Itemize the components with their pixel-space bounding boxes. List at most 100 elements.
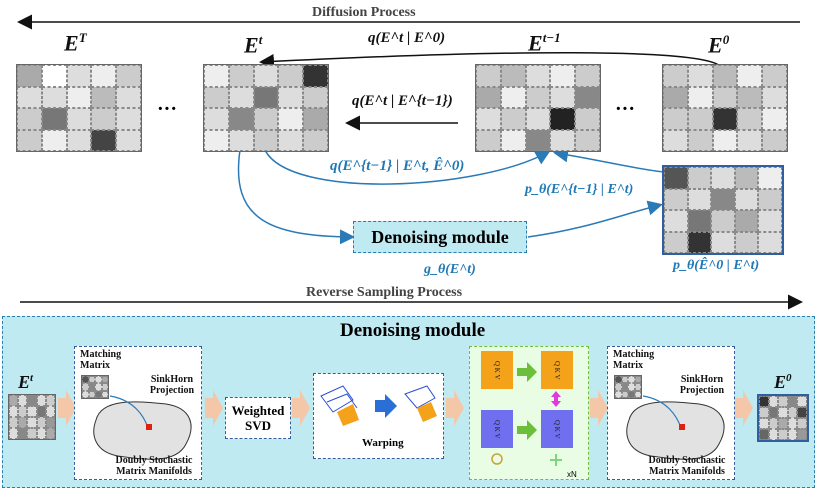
matrix-cell (525, 108, 551, 130)
weighted-svd-label: Weighted SVD (231, 403, 285, 433)
matrix-cell (734, 188, 759, 210)
matrix-cell (615, 383, 622, 391)
matrix-cell (687, 231, 712, 253)
manifold-label-1: Doubly Stochastic Matrix Manifolds (115, 455, 193, 477)
denoise-box-top: Denoising module (353, 221, 527, 253)
matrix-cell (664, 231, 688, 253)
matrix-cell (711, 188, 735, 210)
eq-g-theta: g_θ(E^t) (424, 262, 476, 277)
matrix-cell (797, 396, 807, 407)
matrix-cell (550, 129, 576, 151)
matrix-cell (712, 65, 738, 87)
qkv-label-1: Q K V (493, 360, 501, 380)
top-arrows (17, 14, 803, 310)
qkv-blue-1: Q K V (481, 410, 513, 448)
q-t-0-arrow (259, 52, 721, 69)
matrix-cell (204, 86, 229, 108)
matrix-cell (711, 210, 735, 232)
matrix-cell (253, 108, 279, 130)
matching-matrix-label-2: Matching Matrix (613, 349, 655, 371)
matrix-cell (17, 65, 42, 87)
panel-E-out: E0 (774, 372, 792, 392)
panel-matrix-in (8, 394, 56, 440)
matrix-cell (476, 65, 501, 87)
matrix-cell (778, 429, 788, 440)
matrix-cell (500, 86, 526, 108)
matrix-cell (711, 167, 735, 189)
matrix-cell (204, 108, 229, 130)
matrix-cell (621, 376, 628, 384)
matching-matrix-2 (614, 375, 642, 399)
matrix-cell (712, 129, 738, 151)
matrix-cell (759, 407, 769, 418)
matrix-cell (253, 86, 279, 108)
matrix-cell (758, 210, 782, 232)
matrix-cell (500, 108, 526, 130)
matrix-cell (712, 86, 738, 108)
matrix-cell (116, 129, 141, 151)
matrix-cell (711, 231, 735, 253)
matrix-cell (737, 65, 763, 87)
matrix-cell (66, 129, 92, 151)
matrix-cell (303, 86, 328, 108)
matrix-cell (41, 108, 67, 130)
matrix-cell (628, 376, 635, 384)
matrix-cell (88, 383, 95, 391)
matrix-cell (758, 167, 782, 189)
label-E-t: Et (244, 32, 263, 58)
matrix-cell (18, 395, 28, 406)
matrix-cell (45, 417, 55, 428)
matrix-cell (712, 108, 738, 130)
matrix-cell (734, 167, 759, 189)
matrix-cell (575, 129, 600, 151)
matrix-cell (664, 210, 688, 232)
matrix-cell (9, 428, 19, 439)
matrix-cell (27, 395, 37, 406)
denoise-box-label: Denoising module (371, 226, 509, 247)
matrix-cell (303, 129, 328, 151)
matrix-cell (36, 428, 46, 439)
matrix-cell (664, 188, 688, 210)
matrix-cell (762, 65, 787, 87)
matrix-cell (759, 396, 769, 407)
sinkhorn-label-1: SinkHorn Projection (149, 374, 195, 396)
matrix-cell (17, 86, 42, 108)
matrix-cell (27, 417, 37, 428)
matrix-cell (762, 129, 787, 151)
matrix-cell (45, 406, 55, 417)
matrix-cell (17, 108, 42, 130)
matrix-cell (88, 376, 95, 384)
matrix-cell (621, 383, 628, 391)
matrix-cell (228, 65, 254, 87)
matrix-cell (550, 65, 576, 87)
posterior-arrow (264, 149, 551, 185)
matrix-cell (9, 417, 19, 428)
matrix-cell (758, 231, 782, 253)
matrix-cell (27, 428, 37, 439)
matrix-cell (734, 231, 759, 253)
manifold-2 (626, 395, 725, 460)
matrix-cell (204, 65, 229, 87)
matrix-cell (575, 86, 600, 108)
matrix-cell (778, 418, 788, 429)
transformer-arrows (491, 362, 562, 466)
eq-q-t-tm1: q(E^t | E^{t−1}) (352, 93, 453, 109)
matrix-cell (663, 86, 688, 108)
matrix-cell (768, 407, 779, 418)
matrix-cell (82, 383, 89, 391)
matrix-cell (525, 86, 551, 108)
matching-matrix-label-1: Matching Matrix (80, 349, 122, 371)
matrix-cell (18, 406, 28, 417)
matrix-cell (778, 407, 788, 418)
matrix-cell (525, 65, 551, 87)
matrix-cell (18, 428, 28, 439)
matrix-cell (41, 129, 67, 151)
matrix-cell (634, 390, 641, 398)
matrix-cell (476, 108, 501, 130)
eq-q-posterior: q(E^{t−1} | E^t, Ê^0) (330, 158, 465, 174)
matrix-cell (687, 65, 713, 87)
qkv-orange-1: Q K V (481, 351, 513, 389)
matrix-cell (525, 129, 551, 151)
manifold-1 (93, 395, 192, 460)
matrix-cell (278, 86, 304, 108)
